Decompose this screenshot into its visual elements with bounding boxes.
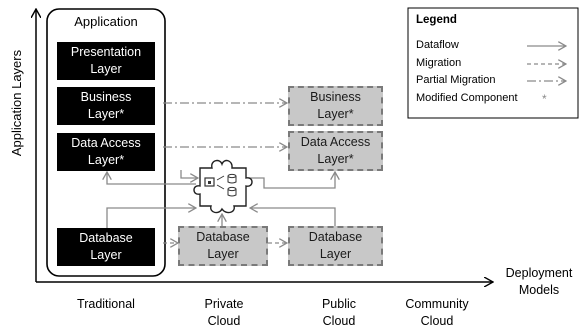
business-layer: Business Layer* bbox=[57, 87, 155, 125]
public-cloud-database-layer: Database Layer bbox=[288, 226, 383, 266]
application-title: Application bbox=[74, 14, 138, 29]
database-layer: Database Layer bbox=[57, 228, 155, 266]
column-label-private-cloud: Private Cloud bbox=[204, 297, 244, 328]
column-label-community-cloud: Community Cloud bbox=[405, 297, 469, 328]
legend-title: Legend bbox=[416, 14, 457, 26]
column-label-public-cloud: Public Cloud bbox=[321, 297, 357, 328]
application-box bbox=[46, 8, 166, 277]
dataflow-data-access-to-puzzle bbox=[180, 170, 198, 178]
dataflow-database-to-puzzle bbox=[106, 208, 196, 229]
dataflow-public-db-to-puzzle bbox=[250, 208, 336, 226]
x-axis-label: Deployment Models bbox=[505, 266, 573, 297]
legend-box bbox=[407, 7, 579, 119]
y-axis-label: Application Layers bbox=[9, 49, 24, 157]
legend-item-modified-component: Modified Component bbox=[416, 92, 518, 104]
private-cloud-database-layer: Database Layer bbox=[178, 226, 268, 266]
dataflow-puzzle-to-data-access bbox=[107, 172, 196, 185]
public-cloud-data-access-layer: Data Access Layer* bbox=[288, 131, 383, 171]
presentation-layer: Presentation Layer bbox=[57, 42, 155, 80]
modified-component-asterisk: * bbox=[542, 92, 547, 106]
data-access-layer: Data Access Layer* bbox=[57, 133, 155, 171]
legend-item-partial-migration: Partial Migration bbox=[416, 74, 496, 86]
puzzle-piece-icon bbox=[193, 159, 253, 214]
column-label-traditional: Traditional bbox=[77, 297, 135, 311]
legend-item-dataflow: Dataflow bbox=[416, 39, 459, 51]
dataflow-puzzle-to-public-data-access bbox=[247, 172, 335, 189]
public-cloud-business-layer: Business Layer* bbox=[288, 86, 383, 126]
legend-item-migration: Migration bbox=[416, 57, 462, 69]
